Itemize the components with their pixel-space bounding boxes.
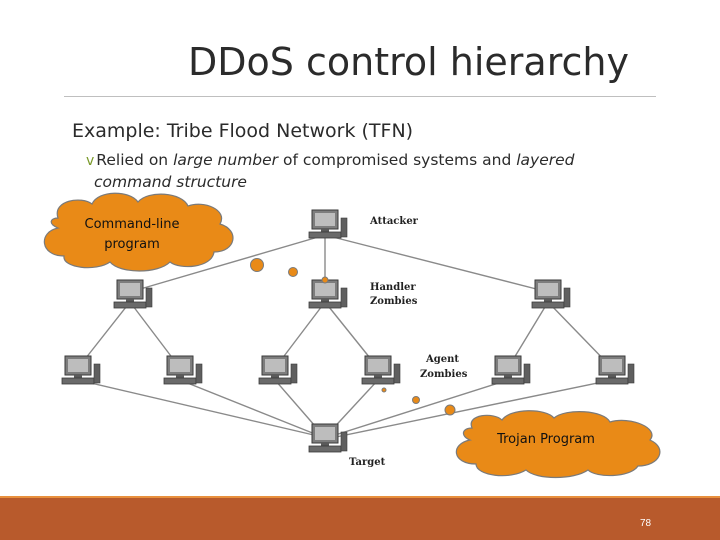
bullet-part1: Relied on — [96, 151, 174, 169]
slide-subtitle: Example: Tribe Flood Network (TFN) — [72, 120, 414, 142]
callout-bubble-small — [321, 276, 329, 284]
agent-label-line2: Zombies — [420, 369, 468, 380]
bullet-emphasis-layered: layered — [516, 151, 575, 169]
agent-label-line1: Agent — [425, 354, 459, 365]
agent-computer-icon-3 — [258, 355, 298, 385]
line-agent2-target — [179, 379, 321, 437]
handler-computer-icon-right — [531, 279, 571, 309]
command-line-text-line2: program — [104, 237, 160, 252]
line-agent6-target — [335, 379, 613, 438]
callout-bubble-large — [250, 258, 264, 272]
slide-title: DDoS control hierarchy — [188, 40, 629, 84]
trojan-bubble-large — [444, 404, 456, 416]
footer-accent-line — [0, 496, 720, 498]
footer-bar — [0, 498, 720, 540]
command-line-cloud-shape — [43, 192, 234, 272]
target-computer-icon — [308, 423, 348, 453]
bullet-emphasis-large-number: large number — [173, 151, 279, 169]
agent-computer-icon-2 — [163, 355, 203, 385]
agent-computer-icon-4 — [361, 355, 401, 385]
command-line-text-line1: Command-line — [85, 217, 180, 232]
title-divider — [64, 96, 656, 97]
checkmark-bullet-icon: v — [86, 153, 95, 169]
handler-label-line1: Handler — [370, 282, 416, 293]
trojan-cloud-shape — [455, 410, 661, 479]
trojan-program-text: Trojan Program — [496, 432, 595, 447]
target-label: Target — [349, 457, 386, 468]
line-agent5-target — [331, 379, 509, 437]
line-attacker-handler-right — [324, 234, 549, 293]
trojan-bubble-medium — [412, 396, 420, 404]
attacker-computer-icon — [308, 209, 348, 239]
trojan-program-callout: Trojan Program — [381, 387, 661, 479]
command-line-callout: Command-line program — [43, 192, 329, 284]
callout-bubble-medium — [288, 267, 298, 277]
line-attacker-handler-left — [129, 234, 326, 293]
agent-computer-icon-1 — [61, 355, 101, 385]
handler-computer-icon-left — [113, 279, 153, 309]
page-number: 78 — [640, 518, 652, 529]
bullet-emphasis-command-structure: command structure — [94, 173, 247, 191]
attacker-label: Attacker — [369, 216, 419, 227]
agent-computer-icon-5 — [491, 355, 531, 385]
bullet-part2: of compromised systems and — [278, 151, 517, 169]
agent-computer-icon-6 — [595, 355, 635, 385]
line-agent1-target — [77, 379, 319, 437]
handler-label-line2: Zombies — [370, 296, 418, 307]
handler-computer-icon-center — [308, 279, 348, 309]
trojan-bubble-small — [381, 387, 387, 393]
